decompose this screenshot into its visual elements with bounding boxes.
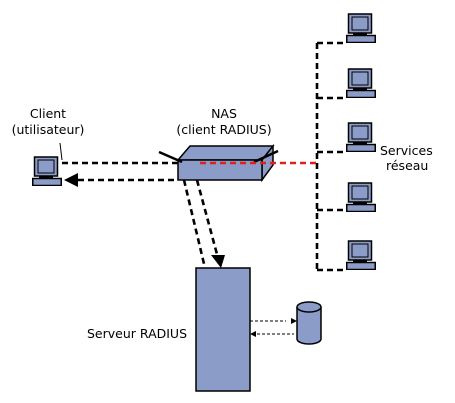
client-label-line2: (utilisateur) xyxy=(12,122,85,137)
nas-server-link-left xyxy=(182,179,207,269)
nas-top-face xyxy=(176,145,275,161)
computer-icon xyxy=(346,68,376,98)
client-callout xyxy=(59,142,63,161)
database-links xyxy=(250,320,294,335)
computer-icon xyxy=(346,182,376,212)
arrow-to-server-top xyxy=(211,255,225,268)
nas-antenna-left xyxy=(158,150,183,164)
computer-icon xyxy=(346,13,376,43)
server-label: Serveur RADIUS xyxy=(87,326,187,341)
nas-label-line2: (client RADIUS) xyxy=(176,122,271,137)
nas-front-face xyxy=(177,159,263,181)
nas-label-line1: NAS xyxy=(211,106,237,121)
database-cylinder-icon xyxy=(296,301,322,345)
arrow-to-server xyxy=(250,331,256,337)
client-label-line1: Client xyxy=(30,106,66,121)
services-label-line1: Services xyxy=(380,143,433,158)
radius-server xyxy=(195,267,251,392)
computer-icon xyxy=(346,240,376,270)
nas-device xyxy=(158,143,279,183)
arrow-to-database xyxy=(291,318,297,324)
nas-antenna-right xyxy=(253,149,279,164)
services-label-line2: réseau xyxy=(386,158,428,173)
computer-icon xyxy=(346,122,376,152)
computer-icon xyxy=(32,156,62,186)
arrow-to-client xyxy=(64,173,78,187)
network-links xyxy=(62,41,346,272)
nas-server-link-right xyxy=(195,179,220,259)
